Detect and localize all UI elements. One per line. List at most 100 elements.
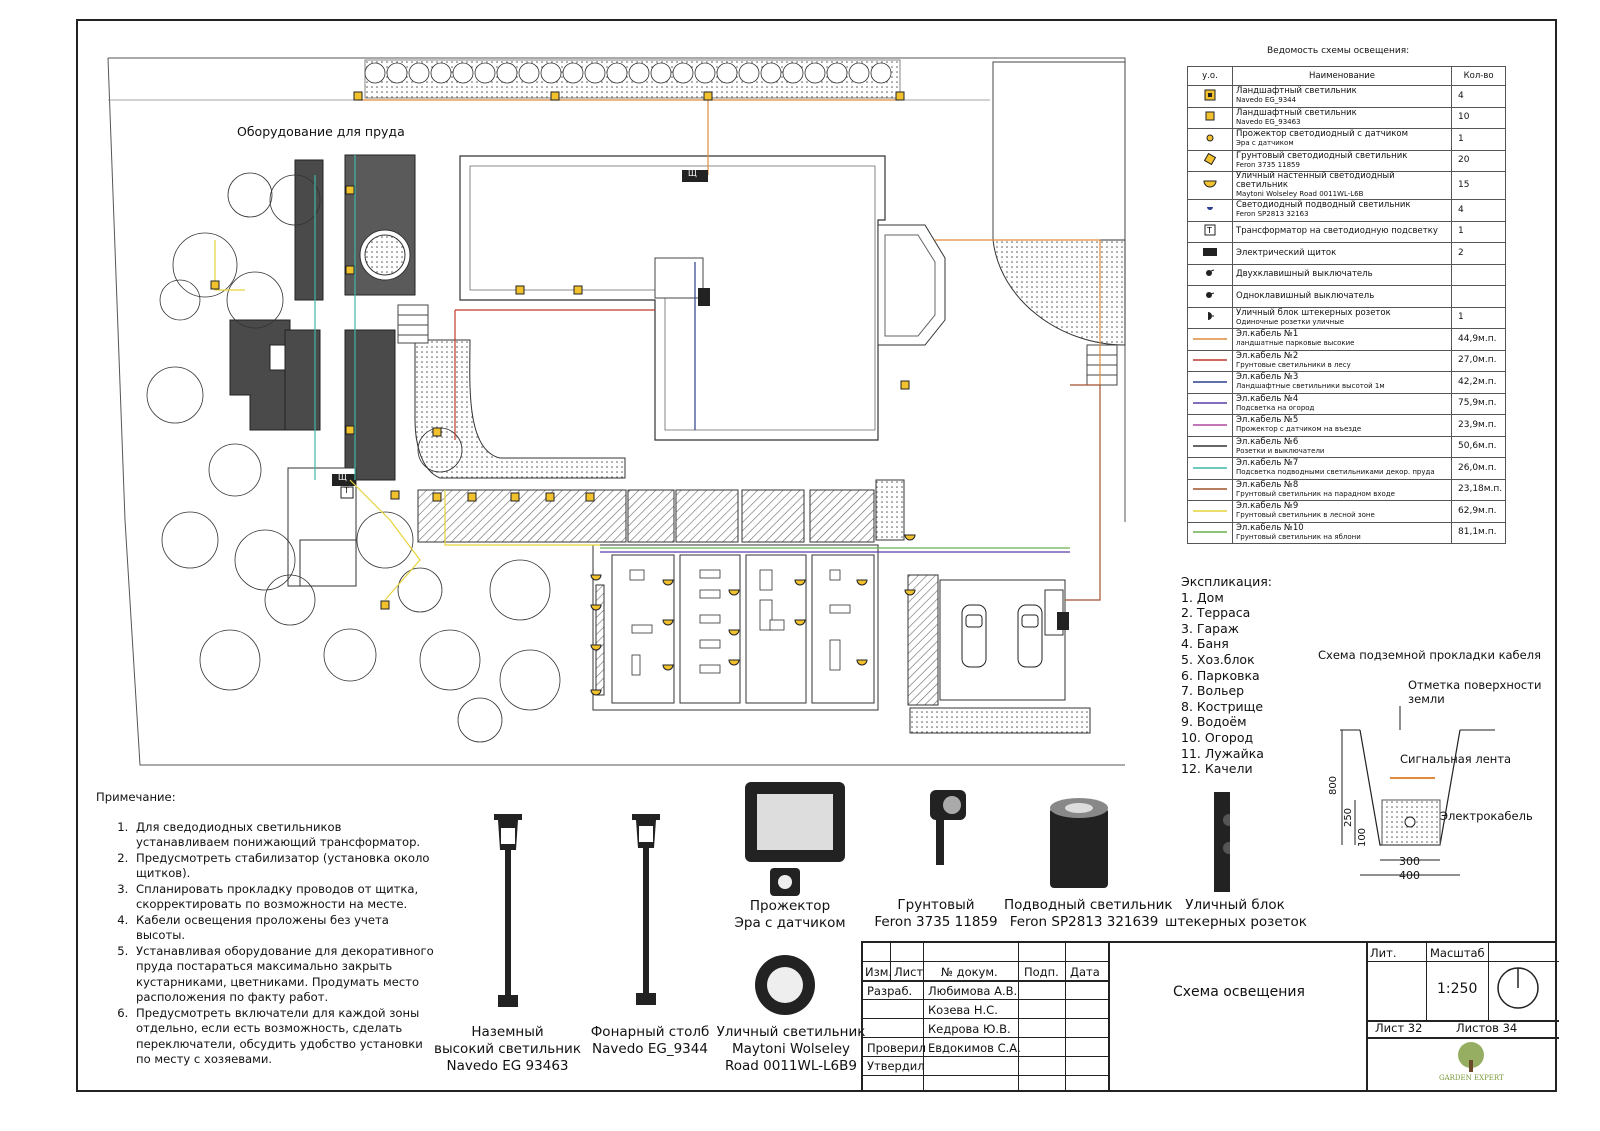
legend-name: Эл.кабель №8 [1236, 479, 1299, 490]
legend-qty: 20 [1450, 149, 1507, 172]
notes-title: Примечание: [96, 790, 176, 804]
legend-sub: Ландшафтные светильники высотой 1м [1236, 382, 1385, 391]
tb-person-3: Кедрова Ю.В. [928, 1022, 1011, 1036]
shrub-icon [804, 62, 826, 84]
legend-name: Эл.кабель №2 [1236, 350, 1299, 361]
shrub-icon [364, 62, 386, 84]
explication-item: 1. Дом [1181, 589, 1224, 605]
lamp-marker-icon [345, 425, 355, 435]
lamp-marker-icon [390, 490, 400, 500]
tree-canopy-icon [227, 172, 273, 218]
explication-item: 5. Хоз.блок [1181, 651, 1255, 667]
legend-sub: Feron SP2813 32163 [1236, 210, 1309, 219]
legend-qty: 1 [1450, 128, 1507, 151]
lamp-post-icon [632, 814, 660, 1005]
legend-sub: Feron 3735 11859 [1236, 160, 1300, 169]
product-label-wall-lamp: Уличный светильник Maytoni Wolseley Road… [716, 1024, 866, 1074]
cable-line-icon [1187, 414, 1233, 437]
cable-line-icon [1187, 371, 1233, 394]
legend-name: Эл.кабель №9 [1236, 501, 1299, 512]
cable-line-icon [1187, 392, 1233, 415]
legend-sub: Грунтовые светильники в лесу [1236, 360, 1351, 369]
wall-lamp-marker-icon [856, 659, 868, 666]
legend-name: Эл.кабель №1 [1236, 329, 1299, 340]
surface-label: Отметка поверхности [1408, 678, 1542, 692]
legend-qty: 15 [1450, 171, 1507, 200]
tree-canopy-icon [264, 574, 316, 626]
tree-canopy-icon [499, 649, 561, 711]
legend-table: у.о. Наименование Кол-во Ландшафтный све… [1187, 66, 1507, 544]
legend-qty: 27,0м.п. [1450, 349, 1507, 372]
legend-sub: Одиночные розетки уличные [1236, 317, 1345, 326]
tree-canopy-icon [489, 559, 551, 621]
lamp-marker-icon [345, 185, 355, 195]
legend-qty: 75,9м.п. [1450, 392, 1507, 415]
legend-name: Ландшафтный светильник [1236, 107, 1357, 118]
explication-item: 8. Кострище [1181, 698, 1264, 714]
wall-lamp-marker-icon [728, 589, 740, 596]
legend-qty: 44,9м.п. [1450, 328, 1507, 351]
dim-400: 400 [1399, 869, 1420, 882]
product-images-2 [930, 790, 1230, 892]
wall-lamp-marker-icon [662, 664, 674, 671]
tree-canopy-icon [356, 511, 414, 569]
cable-trench-diagram [1340, 706, 1495, 876]
product-label-lamp-post: Фонарный столб Navedo EG_9344 [590, 1024, 710, 1057]
wall-lamp-marker-icon [728, 629, 740, 636]
tree-canopy-icon [161, 511, 219, 569]
explication-item: 9. Водоём [1181, 714, 1247, 730]
garden-expert-logo-icon [1458, 1042, 1484, 1072]
lamp-marker-icon [345, 265, 355, 275]
underwater-lamp-icon [1187, 199, 1233, 222]
title-block: Изм. Лист № докум. Подп. Дата Разраб. Пр… [861, 941, 1559, 1092]
legend-qty: 81,1м.п. [1450, 521, 1507, 544]
lamp-marker-icon [515, 285, 525, 295]
lamp-marker-icon [545, 492, 555, 502]
logo-text: GARDEN EXPERT [1439, 1074, 1504, 1082]
tb-sheet: Лист 32 [1375, 1021, 1423, 1035]
tb-scale-value: 1:250 [1437, 981, 1478, 997]
legend-sub: Подсветка на огород [1236, 403, 1315, 412]
note-item: Кабели освещения проложены без учета выс… [132, 913, 436, 944]
wall-lamp-marker-icon [590, 689, 602, 696]
legend-qty: 23,18м.п. [1450, 478, 1507, 501]
panel-label: Щ [338, 473, 347, 482]
dim-300: 300 [1399, 855, 1420, 868]
tb-person-4: Евдокимов С.А. [928, 1041, 1021, 1055]
plot-boundary [108, 57, 1126, 522]
cables [214, 98, 1101, 601]
dim-100: 100 [1357, 827, 1369, 848]
pond-structures [229, 154, 416, 481]
socket-block-icon [1214, 792, 1230, 892]
tb-col-date: Дата [1070, 965, 1100, 979]
shrub-icon [782, 62, 804, 84]
cable-line-icon [1187, 328, 1233, 351]
legend-sub: Грунтовый светильник в лесной зоне [1236, 511, 1375, 520]
product-images [494, 782, 845, 1015]
garden-beds [417, 479, 939, 706]
legend-qty: 50,6м.п. [1450, 435, 1507, 458]
legend-name: Ландшафтный светильник [1236, 86, 1357, 97]
legend-qty [1450, 285, 1507, 308]
wall-lamp-icon [1187, 171, 1233, 200]
landscape-lamp-small-icon [1187, 106, 1233, 129]
wall-lamp-marker-icon [904, 589, 916, 596]
electric-panel-icon [1187, 242, 1233, 265]
wall-lamp-marker-icon [794, 619, 806, 626]
shrub-icon [870, 62, 892, 84]
cable-line-icon [1187, 435, 1233, 458]
tb-person-1: Любимова А.В. [928, 984, 1018, 998]
tb-role-checked: Проверил [867, 1041, 926, 1055]
legend-name: Уличный блок штекерных розеток [1236, 307, 1391, 318]
shrub-icon [518, 62, 540, 84]
legend-qty: 4 [1450, 199, 1507, 222]
shrub-icon [650, 62, 672, 84]
note-item: Предусмотреть стабилизатор (установка ок… [132, 851, 436, 882]
legend-sub: Прожектор с датчиком на въезде [1236, 425, 1362, 434]
